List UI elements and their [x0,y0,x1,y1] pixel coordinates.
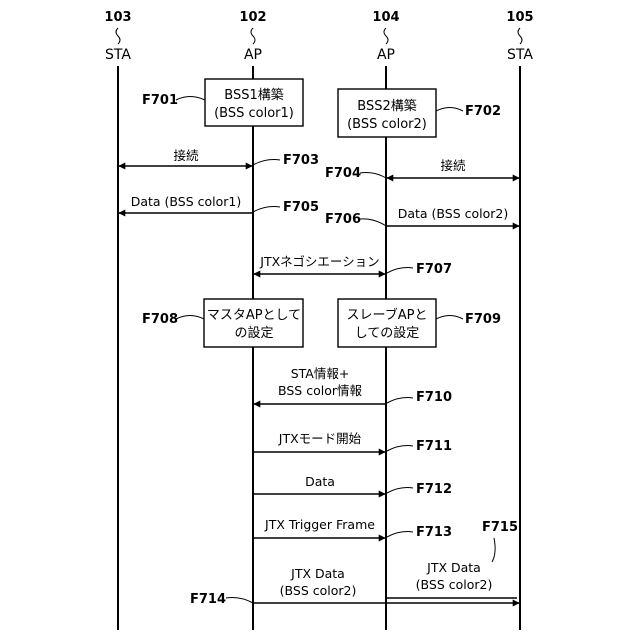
f708-line2: の設定 [234,325,273,341]
f706-text: Data (BSS color2) [398,206,509,221]
node-102-id: 102 [239,10,266,25]
f709-leader [436,316,463,320]
step-f701: BSS1構築 (BSS color1) F701 [142,79,303,126]
f714-label: F714 [190,592,226,607]
f707-leader [387,268,413,273]
f704-text: 接続 [440,158,466,173]
f703-label: F703 [283,153,319,168]
f705-leader [253,207,280,212]
f712-text: Data [305,474,335,489]
f701-line1: BSS1構築 [224,88,283,103]
step-f709: スレーブAPと しての設定 F709 [338,299,501,347]
step-f710: STA情報+ BSS color情報 F710 [254,366,452,405]
node-103-id: 103 [104,10,131,25]
f710-line1: STA情報+ [291,366,350,381]
f711-text: JTXモード開始 [278,431,362,446]
f708-label: F708 [142,312,178,327]
node-104-id: 104 [372,10,399,25]
f701-label: F701 [142,93,178,108]
step-f703: 接続 F703 [119,148,319,168]
f714-line2: (BSS color2) [280,583,357,598]
node-102-squiggle [251,28,255,44]
f713-text: JTX Trigger Frame [264,517,375,532]
step-f704: 接続 F704 [325,158,519,181]
f703-leader [253,160,280,165]
step-f708: マスタAPとして の設定 F708 [142,299,303,347]
f710-line2: BSS color情報 [278,383,362,398]
f706-leader [360,219,386,226]
node-104-squiggle [384,28,388,44]
f710-leader [387,398,413,403]
node-105-squiggle [518,28,522,44]
f709-line1: スレーブAPと [347,307,428,323]
f705-text: Data (BSS color1) [131,194,242,209]
f707-label: F707 [416,262,452,277]
f712-leader [387,488,413,493]
f706-label: F706 [325,212,361,227]
node-104-type: AP [377,47,395,63]
step-f706: Data (BSS color2) F706 [325,206,519,227]
node-102-type: AP [244,47,262,63]
f701-line2: (BSS color1) [214,106,294,121]
f715-leader [492,538,495,562]
step-f711: JTXモード開始 F711 [254,431,452,454]
f711-label: F711 [416,439,452,454]
f715-label: F715 [482,520,518,535]
f710-label: F710 [416,390,452,405]
node-103-type: STA [105,47,131,63]
f714-leader [226,598,253,603]
f703-text: 接続 [173,148,199,163]
f705-label: F705 [283,200,319,215]
step-f712: Data F712 [254,474,452,497]
f707-text: JTXネゴシエーション [259,254,379,269]
f702-label: F702 [465,104,501,119]
f709-label: F709 [465,312,501,327]
f702-leader [436,108,463,112]
node-105-id: 105 [506,10,533,25]
f711-leader [387,446,413,451]
f704-label: F704 [325,166,361,181]
f713-leader [387,532,413,537]
f704-leader [360,173,386,178]
f701-leader [176,97,205,101]
f714-line1: JTX Data [290,566,345,581]
f709-line2: しての設定 [355,325,420,341]
f702-line2: (BSS color2) [347,117,427,132]
f702-line1: BSS2構築 [357,99,416,114]
f715-line2: (BSS color2) [416,577,493,592]
step-f707: JTXネゴシエーション F707 [254,254,452,277]
f715-line1: JTX Data [426,560,481,575]
node-103-squiggle [116,28,120,44]
node-105-type: STA [507,47,533,63]
f708-leader [176,316,204,320]
step-f713: JTX Trigger Frame F713 [254,517,452,540]
step-f702: BSS2構築 (BSS color2) F702 [338,89,501,137]
f712-label: F712 [416,482,452,497]
step-f705: Data (BSS color1) F705 [119,194,319,215]
f713-label: F713 [416,525,452,540]
f708-line1: マスタAPとして [207,308,301,323]
